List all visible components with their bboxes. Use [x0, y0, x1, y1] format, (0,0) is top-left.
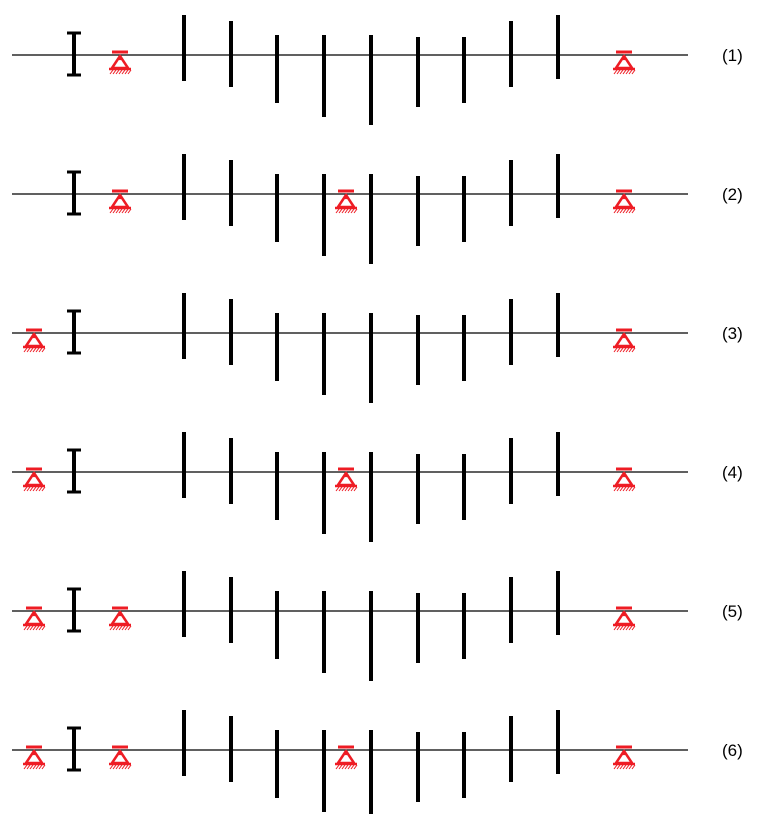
- bearing-right-end-icon: [613, 606, 636, 631]
- bearing-right-end-icon: [613, 50, 636, 75]
- bearing-right-end-icon: [613, 467, 636, 492]
- coupling-icon: [67, 309, 81, 355]
- coupling-icon: [67, 726, 81, 772]
- configuration-row: (1): [12, 15, 743, 125]
- configuration-label: (5): [722, 602, 743, 621]
- coupling-icon: [67, 448, 81, 494]
- bearing-right-of-coupling-icon: [109, 745, 132, 770]
- bearing-mid-span-icon: [335, 745, 358, 770]
- coupling-icon: [67, 31, 81, 77]
- configuration-rows: (1) (2) (3) (4) (5) (6): [12, 15, 743, 814]
- bearing-right-end-icon: [613, 189, 636, 214]
- coupling-icon: [67, 170, 81, 216]
- configuration-row: (3): [12, 293, 743, 403]
- configuration-label: (3): [722, 324, 743, 343]
- configuration-row: (4): [12, 432, 743, 542]
- bearing-right-end-icon: [613, 745, 636, 770]
- configuration-row: (5): [12, 571, 743, 681]
- configuration-row: (6): [12, 710, 743, 814]
- configuration-label: (6): [722, 741, 743, 760]
- configuration-row: (2): [12, 154, 743, 264]
- configuration-label: (4): [722, 463, 743, 482]
- bearing-mid-span-icon: [335, 189, 358, 214]
- bearing-mid-span-icon: [335, 467, 358, 492]
- coupling-icon: [67, 587, 81, 633]
- bearing-right-of-coupling-icon: [109, 606, 132, 631]
- bearing-left-end-icon: [23, 328, 46, 353]
- configuration-label: (2): [722, 185, 743, 204]
- bearing-left-end-icon: [23, 606, 46, 631]
- bearing-right-of-coupling-icon: [109, 189, 132, 214]
- configuration-label: (1): [722, 46, 743, 65]
- bearing-left-end-icon: [23, 745, 46, 770]
- bearing-right-end-icon: [613, 328, 636, 353]
- bearing-right-of-coupling-icon: [109, 50, 132, 75]
- bearing-left-end-icon: [23, 467, 46, 492]
